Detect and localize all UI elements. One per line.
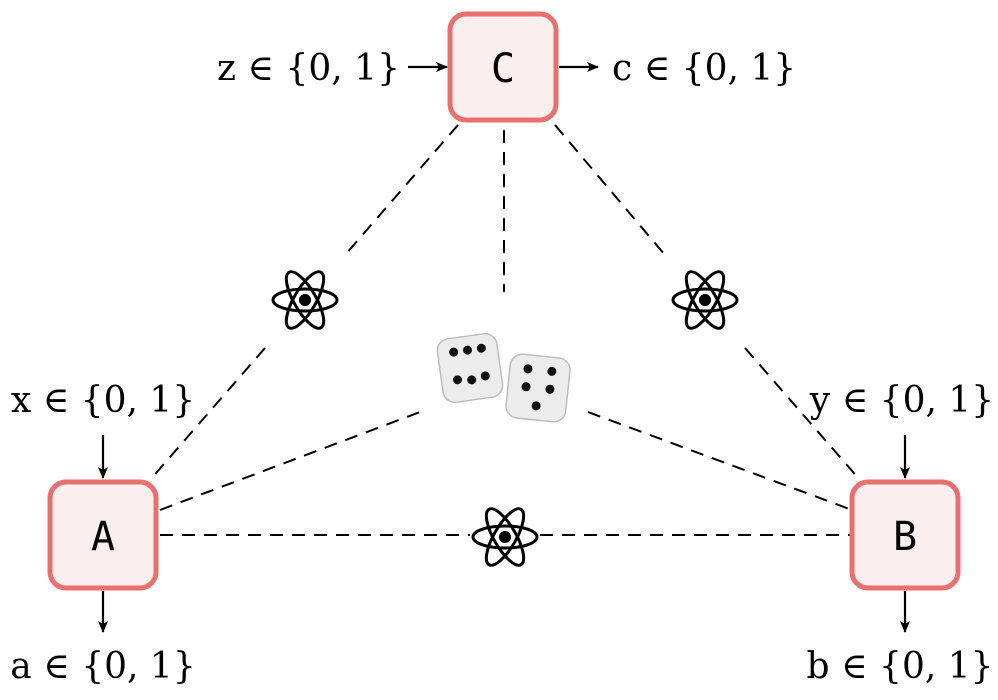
node-c-input: z ∈ {0, 1} bbox=[217, 48, 400, 89]
link-dice-a bbox=[159, 411, 421, 511]
node-b: B bbox=[849, 479, 961, 591]
dice-icon bbox=[436, 332, 571, 423]
node-a: A bbox=[47, 479, 159, 591]
link-atom-cb-b bbox=[744, 347, 861, 481]
atom-icon bbox=[671, 265, 739, 335]
atom-icon bbox=[471, 502, 539, 572]
link-c-atom-cb bbox=[554, 124, 666, 256]
node-a-output: a ∈ {0, 1} bbox=[10, 646, 196, 687]
node-a-label: A bbox=[91, 514, 115, 560]
node-b-label: B bbox=[893, 514, 917, 560]
link-atom-ca-a bbox=[149, 347, 266, 481]
node-c-label: C bbox=[491, 46, 515, 92]
node-c-output: c ∈ {0, 1} bbox=[612, 48, 796, 89]
link-dice-b bbox=[587, 411, 853, 511]
node-b-output: b ∈ {0, 1} bbox=[806, 646, 993, 687]
link-c-atom-ca bbox=[344, 124, 459, 256]
node-a-input: x ∈ {0, 1} bbox=[11, 380, 195, 421]
node-b-input: y ∈ {0, 1} bbox=[809, 380, 994, 421]
atom-icon bbox=[271, 265, 339, 335]
node-c: C bbox=[447, 11, 559, 123]
